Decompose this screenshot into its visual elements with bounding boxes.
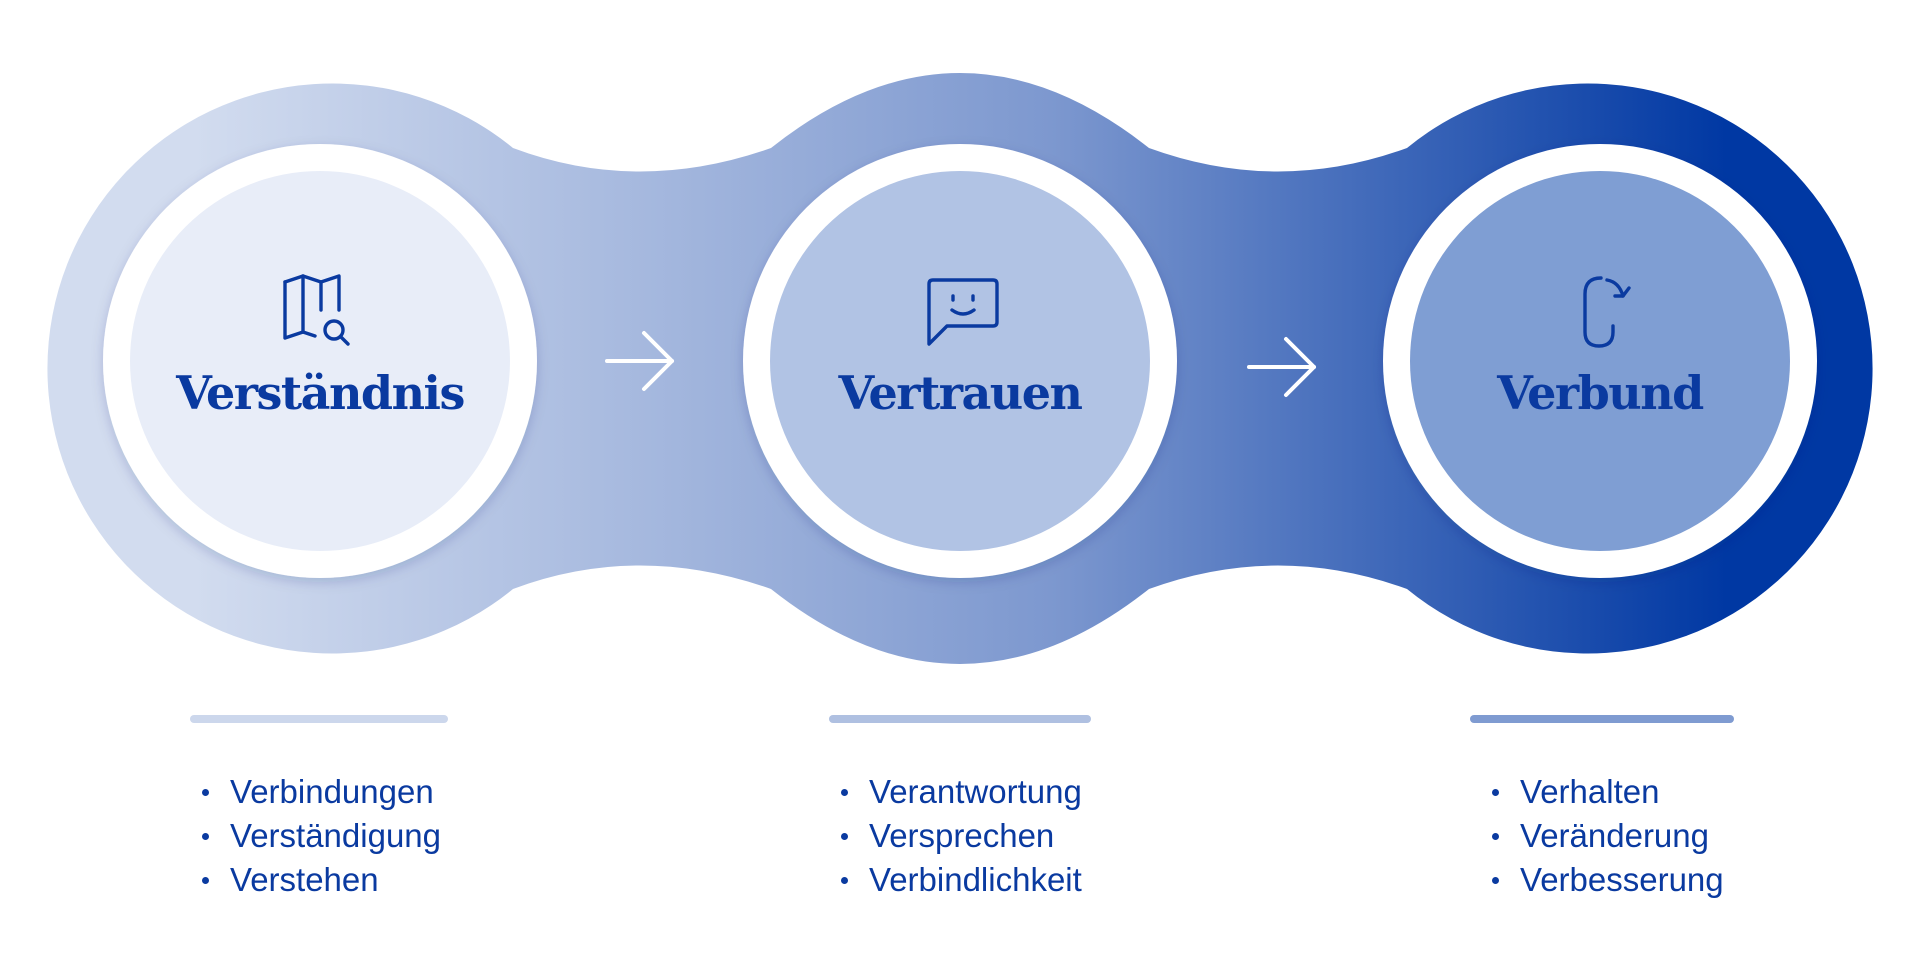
arrow-right-icon	[1247, 337, 1316, 397]
list-item: Verbesserung	[1488, 858, 1724, 902]
stage-2-circle	[743, 144, 1177, 578]
list-item: Verbindlichkeit	[837, 858, 1082, 902]
stage-bullets-2: Verantwortung Versprechen Verbindlichkei…	[837, 770, 1082, 902]
map-search-icon	[275, 270, 365, 360]
list-item: Verständigung	[198, 814, 441, 858]
stage-underline-1	[190, 715, 448, 723]
list-item: Verhalten	[1488, 770, 1724, 814]
stage-title-3: Verbund	[1497, 366, 1704, 420]
list-item: Verbindungen	[198, 770, 441, 814]
stage-underline-2	[829, 715, 1091, 723]
list-item: Verantwortung	[837, 770, 1082, 814]
stage-title-1: Verständnis	[176, 366, 465, 420]
list-item: Veränderung	[1488, 814, 1724, 858]
stage-bullets-3: Verhalten Veränderung Verbesserung	[1488, 770, 1724, 902]
stage-bullets-1: Verbindungen Verständigung Verstehen	[198, 770, 441, 902]
list-item: Verstehen	[198, 858, 441, 902]
list-item: Versprechen	[837, 814, 1082, 858]
stage-3-circle	[1383, 144, 1817, 578]
arrow-right-icon	[605, 331, 674, 391]
cycle-arrow-icon	[1555, 270, 1645, 360]
stage-underline-3	[1470, 715, 1734, 723]
stage-1-circle	[103, 144, 537, 578]
stage-title-2: Vertrauen	[838, 366, 1083, 420]
chat-smile-icon	[915, 270, 1005, 360]
